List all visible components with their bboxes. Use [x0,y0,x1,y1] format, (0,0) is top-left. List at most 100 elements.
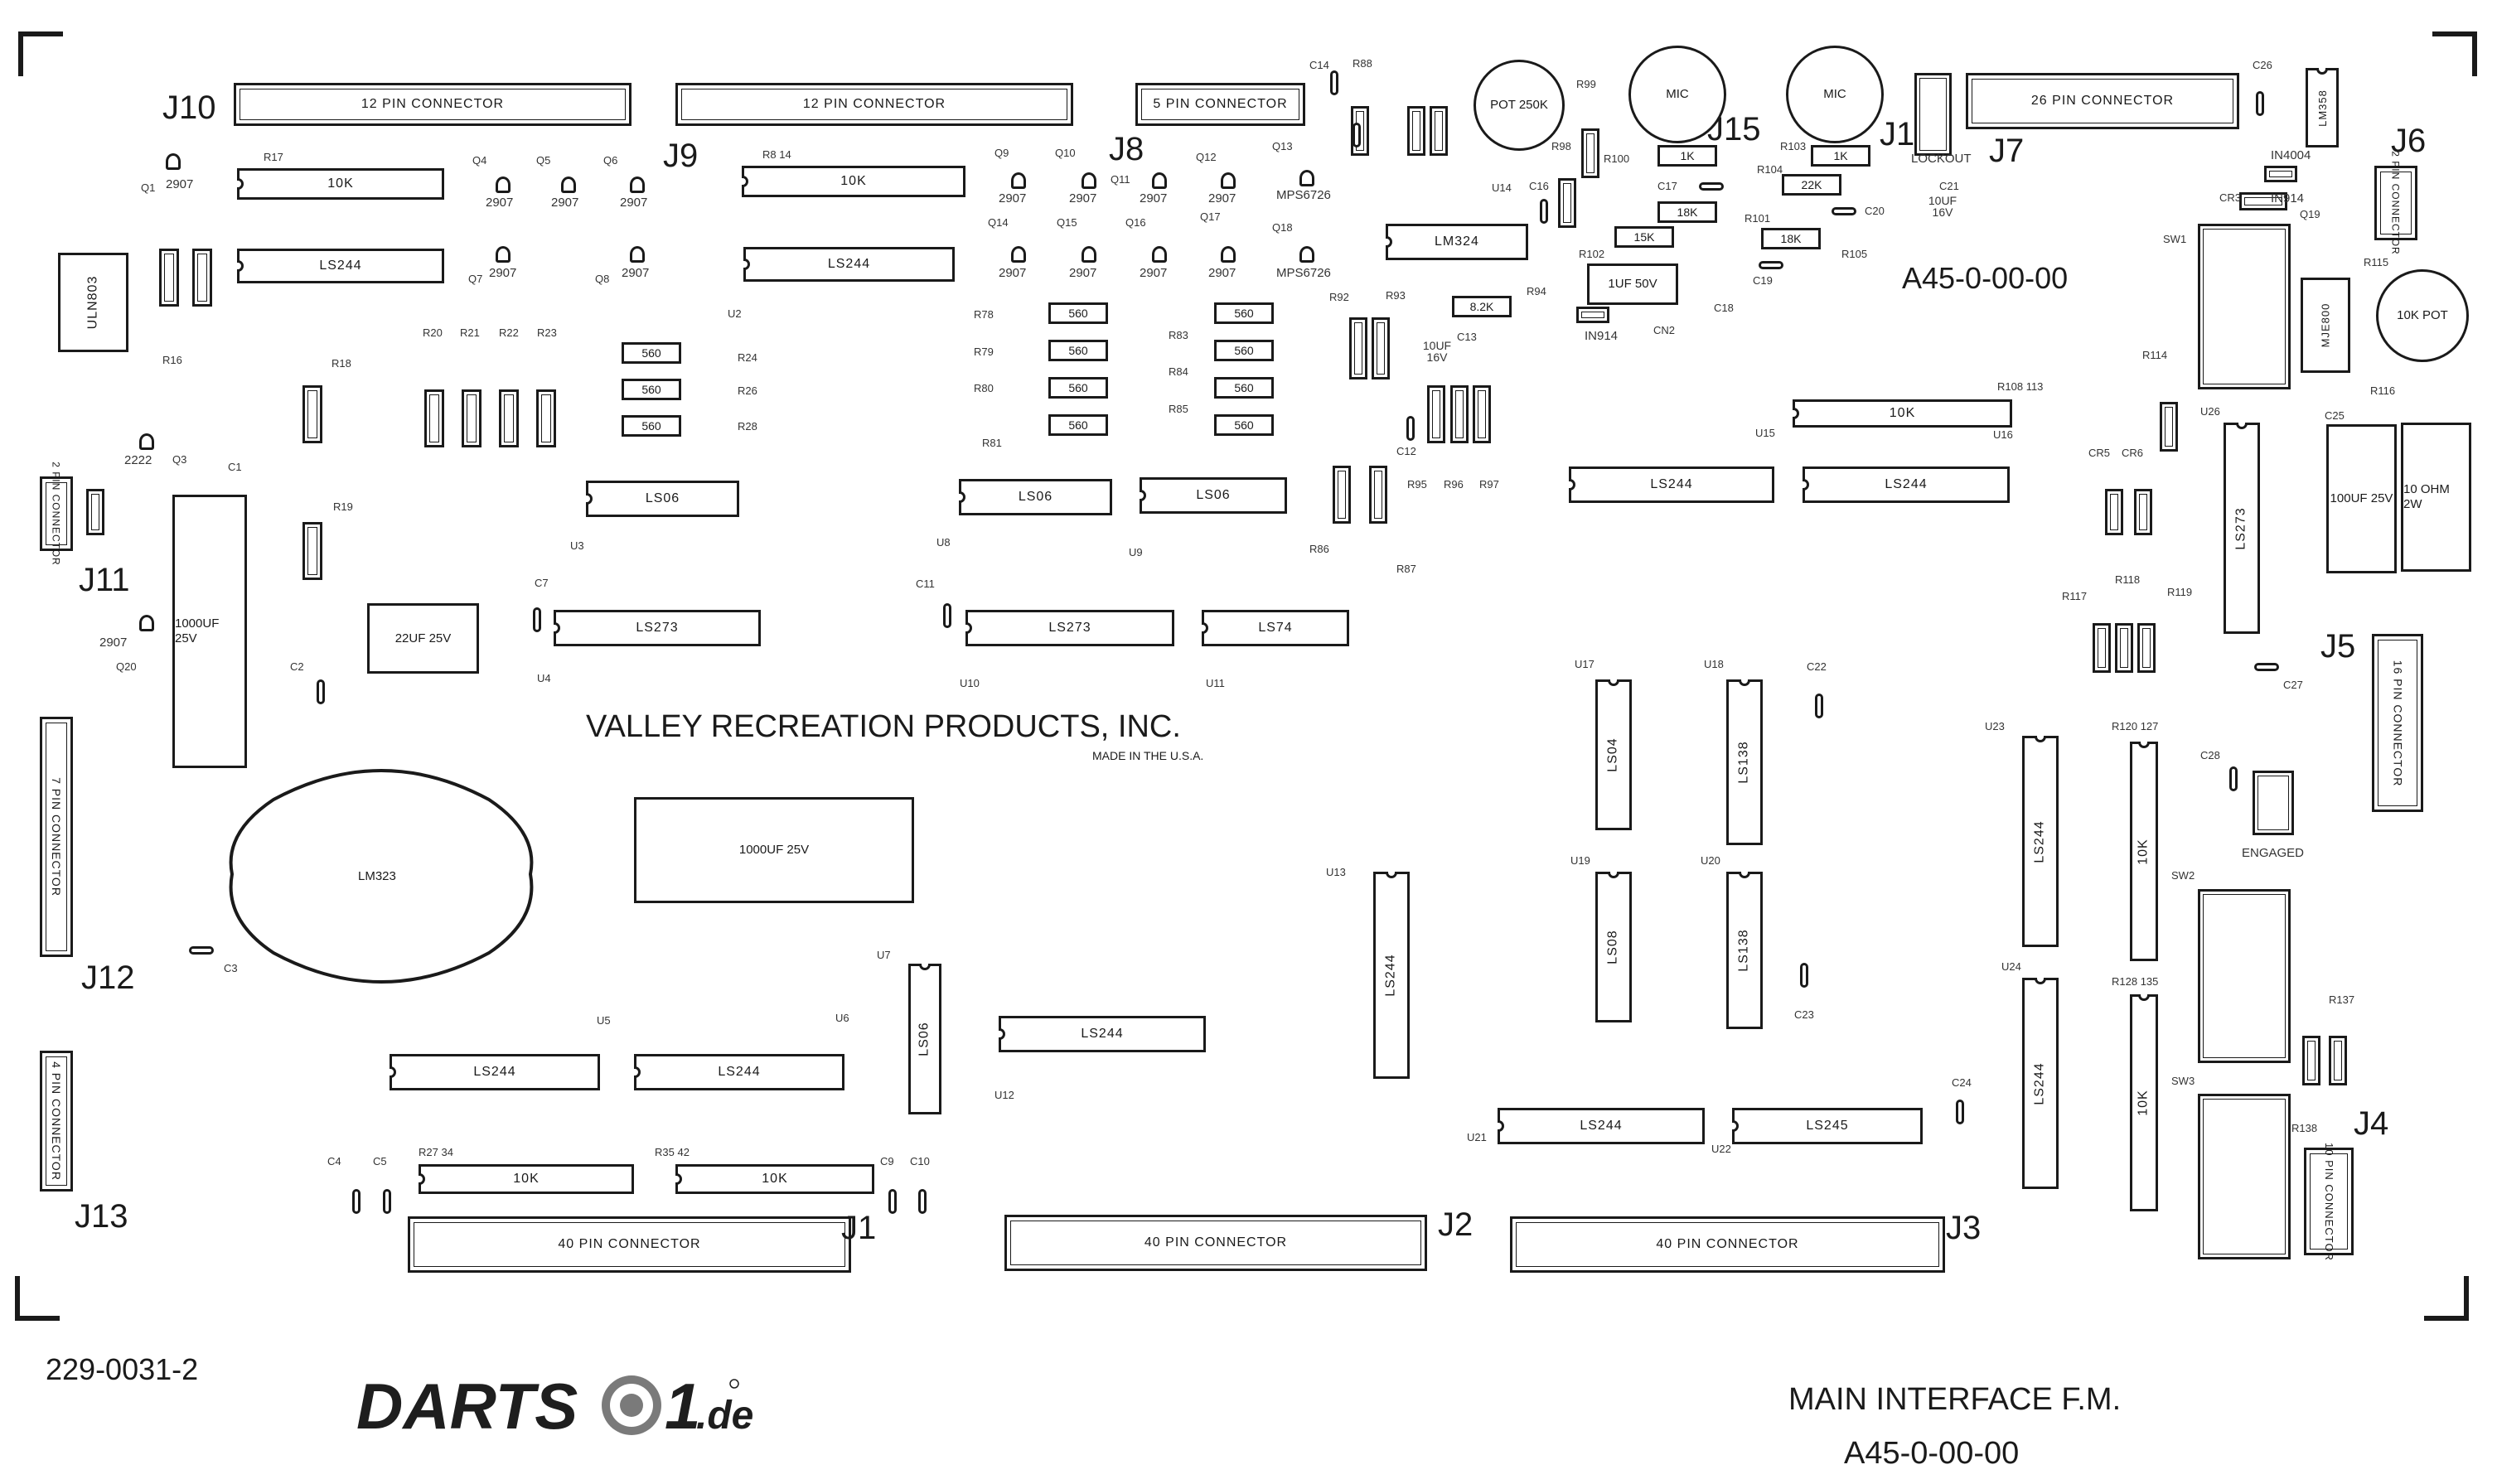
ref-r23: R23 [537,326,557,339]
connector-j3: 40 PIN CONNECTOR [1510,1216,1945,1273]
transistor-q1-label: 2907 [166,177,194,191]
ref-r128-135: R128 135 [2112,975,2159,988]
ref-r98: R98 [1551,140,1571,152]
crop-mark-top-right [2432,31,2477,76]
svg-text:DARTS: DARTS [356,1370,578,1443]
resistor-r100 [1558,178,1576,228]
ref-r19: R19 [333,500,353,513]
diode-cr6 [2134,489,2152,535]
resistor-r18 [302,385,322,443]
ref-u4: U4 [537,672,551,684]
capacitor-c7 [533,607,541,632]
ref-c16: C16 [1529,180,1549,192]
jack-label-j7: J7 [1989,133,2025,169]
capacitor-c27 [2254,663,2279,671]
transistor-q17-label: 2907 [1208,266,1236,280]
capacitor-c23 [1800,963,1808,988]
ref-cn2: CN2 [1653,324,1676,336]
resistor-r17 [192,249,212,307]
jack-label-j12: J12 [81,960,135,996]
potentiometer-10k: 10K POT [2376,269,2469,362]
transistor-q11-label: 2907 [1140,191,1168,205]
diode-cr3 [2239,192,2287,210]
potentiometer-250k: POT 250K [1474,60,1565,151]
ref-r119: R119 [2167,586,2193,598]
ref-u6: U6 [835,1012,849,1024]
capacitor-c28 [2229,766,2238,791]
transistor-q12 [1221,172,1236,189]
resistor-network-r35-42: 10K [675,1164,874,1194]
ref-q12: Q12 [1196,151,1217,163]
resistor-18k-a: 18K [1657,201,1717,223]
ic-u6a: LS244 [390,1054,600,1090]
connector-j2: 40 PIN CONNECTOR [1004,1215,1427,1271]
ref-r84: R84 [1169,365,1188,378]
transistor-q18 [1299,246,1314,263]
ref-r104: R104 [1757,163,1783,176]
capacitor-c14 [1330,70,1338,95]
ref-q19: Q19 [2300,208,2320,220]
capacitor-c21-label: 10UF 16V [1928,194,1957,219]
resistor-r22 [499,389,519,447]
made-in-usa: MADE IN THE U.S.A. [1092,749,1204,762]
ref-r99: R99 [1576,78,1596,90]
ref-r95: R95 [1407,478,1427,491]
transistor-q16-label: 2907 [1140,266,1168,280]
resistor-network-r108-113: 10K [1793,399,2012,428]
resistor-r96 [1450,385,1469,443]
microphone-j15: MIC [1628,46,1726,143]
jack-label-j8: J8 [1109,131,1144,167]
resistor-r119 [2137,623,2156,673]
ref-u12: U12 [994,1089,1014,1101]
ref-sw1: SW1 [2163,233,2187,245]
ref-r14-top: R8 14 [762,148,791,161]
capacitor-c3 [189,946,214,955]
engaged-indicator [2253,771,2294,835]
capacitor-c1: 1000UF 25V [172,495,247,768]
ref-c19: C19 [1753,274,1773,287]
capacitor-c2 [317,679,325,704]
ref-r20: R20 [423,326,443,339]
jack-label-j9: J9 [663,138,699,174]
resistor-r117 [2093,623,2111,673]
switch-sw2 [2198,889,2291,1063]
ref-u23: U23 [1985,720,2005,732]
resistor-1k-b: 1K [1811,145,1870,167]
resistor-r23 [536,389,556,447]
resistor-network-r120-127: 10K [2130,742,2158,961]
resistor-r24: 560 [622,342,681,364]
resistor-r81: 560 [1048,414,1108,436]
connector-j6: 2 PIN CONNECTOR [2374,151,2417,255]
resistor-r83a: 560 [1214,302,1274,324]
transistor-q11 [1152,172,1167,189]
ic-u9: LS06 [1140,477,1287,514]
ref-r102: R102 [1579,248,1605,260]
ref-r81: R81 [982,437,1002,449]
resistor-8.2k: 8.2K [1452,296,1512,317]
ic-u26: LS273 [2224,423,2260,634]
ic-u10: LS273 [965,610,1174,646]
transistor-q13-label: MPS6726 [1276,188,1331,202]
transistor-q3-label: 2222 [124,453,152,467]
capacitor-c24 [1956,1100,1964,1124]
ref-c12: C12 [1396,445,1416,457]
ref-u19: U19 [1570,854,1590,867]
transistor-mje800: MJE800 [2301,278,2350,373]
crop-mark-top-left [18,31,63,76]
ref-u13: U13 [1326,866,1346,878]
ref-cr3: CR3 [2219,191,2242,204]
resistor-r89 [1407,106,1425,156]
transistor-q9 [1011,172,1026,189]
ic-u17: LS04 [1595,679,1632,830]
diode-in914-label: IN914 [1585,329,1619,343]
resistor-r21 [462,389,481,447]
ref-c14: C14 [1309,59,1329,71]
jack-label-j1: J1 [841,1210,877,1246]
regulator-lm323-label: LM323 [358,869,396,883]
ic-u11: LS74 [1202,610,1349,646]
ref-r27-34: R27 34 [419,1146,453,1158]
resistor-r84: 560 [1214,377,1274,399]
ref-c22: C22 [1807,660,1827,673]
capacitor-cn2: 1UF 50V [1587,263,1678,305]
ic-u2: LS244 [743,247,955,282]
